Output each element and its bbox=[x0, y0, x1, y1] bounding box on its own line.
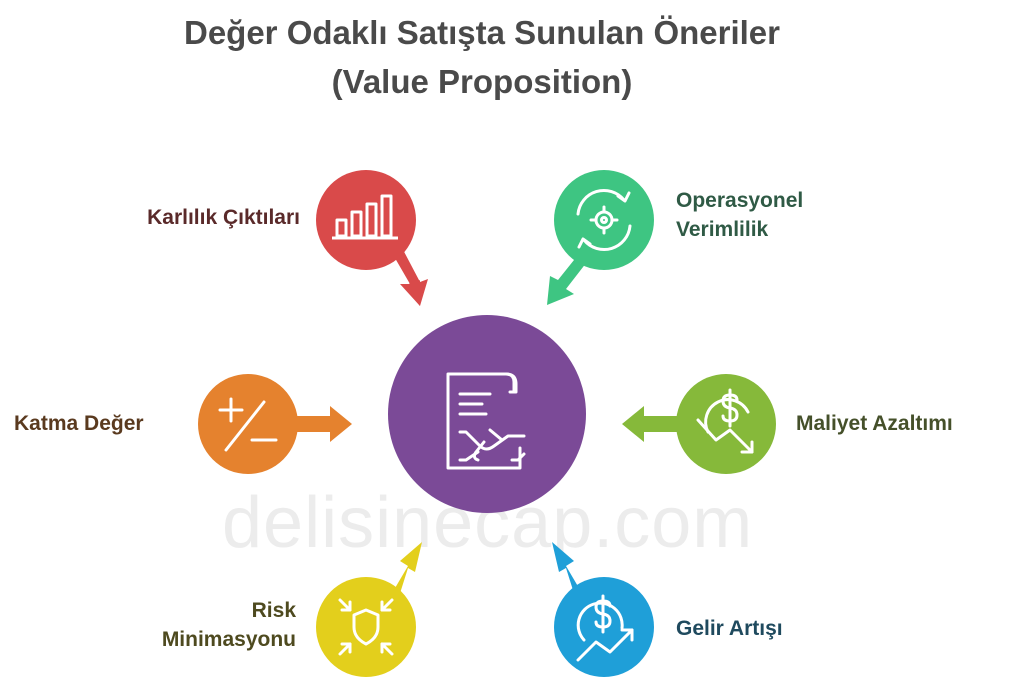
label-added-value: Katma Değer bbox=[14, 412, 144, 435]
dollar-increase-icon bbox=[576, 594, 634, 662]
diagram-title-line2: (Value Proposition) bbox=[331, 63, 633, 100]
bar-chart-icon bbox=[332, 194, 398, 240]
shield-icon bbox=[338, 598, 394, 656]
node-operational-efficiency bbox=[547, 170, 654, 305]
diagram-title-line1: Değer Odaklı Satışta Sunulan Öneriler bbox=[183, 14, 780, 51]
plus-minus-icon bbox=[218, 397, 278, 452]
circle-operational-efficiency bbox=[554, 170, 654, 270]
center-node bbox=[388, 315, 586, 513]
arrow-operational-efficiency bbox=[547, 250, 590, 305]
node-revenue-increase bbox=[552, 542, 654, 677]
arrow-cost-reduction bbox=[622, 406, 684, 442]
node-added-value bbox=[198, 374, 352, 474]
contract-handshake-icon bbox=[446, 372, 526, 470]
label-cost-reduction: Maliyet Azaltımı bbox=[796, 412, 953, 435]
circle-cost-reduction bbox=[676, 374, 776, 474]
node-profitability bbox=[316, 170, 428, 306]
label-profitability: Karlılık Çıktıları bbox=[147, 206, 300, 229]
label-risk-minimization: Risk Minimasyonu bbox=[161, 599, 296, 651]
node-risk-minimization bbox=[316, 542, 422, 677]
label-operational-efficiency: Operasyonel Verimlilik bbox=[676, 189, 804, 241]
dollar-decrease-icon bbox=[696, 388, 754, 454]
circle-risk-minimization bbox=[316, 577, 416, 677]
node-cost-reduction bbox=[622, 374, 776, 474]
label-revenue-increase: Gelir Artışı bbox=[676, 617, 783, 640]
arrow-added-value bbox=[290, 406, 352, 442]
gear-cycle-icon bbox=[576, 189, 632, 251]
